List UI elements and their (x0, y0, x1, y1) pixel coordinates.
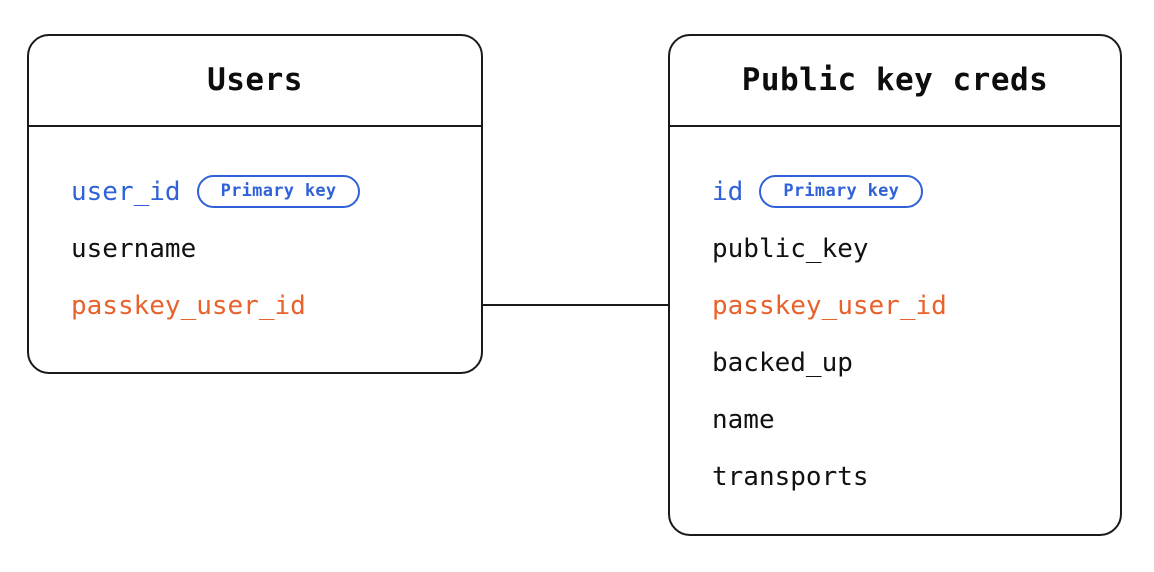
field-row[interactable]: id Primary key (670, 163, 1120, 220)
field-name-public-key: public_key (712, 233, 869, 264)
field-row[interactable]: user_id Primary key (29, 163, 481, 220)
field-row[interactable]: username (29, 220, 481, 277)
field-row[interactable]: transports (670, 448, 1120, 505)
field-row[interactable]: backed_up (670, 334, 1120, 391)
entity-public-key-creds-title: Public key creds (741, 62, 1049, 98)
field-row[interactable]: passkey_user_id (29, 277, 481, 334)
field-row[interactable]: public_key (670, 220, 1120, 277)
entity-users-title: Users (207, 62, 303, 98)
field-row[interactable]: name (670, 391, 1120, 448)
field-name-user-id: user_id (71, 176, 181, 207)
relationship-connector-line (481, 304, 670, 306)
field-name-id: id (712, 176, 744, 207)
field-name-passkey-user-id: passkey_user_id (71, 290, 306, 321)
primary-key-badge: Primary key (196, 175, 361, 208)
field-name-name: name (712, 404, 775, 435)
field-name-passkey-user-id: passkey_user_id (712, 290, 947, 321)
field-row[interactable]: passkey_user_id (670, 277, 1120, 334)
entity-users[interactable]: Users user_id Primary key username passk… (27, 34, 483, 374)
entity-public-key-creds-field-list: id Primary key public_key passkey_user_i… (670, 127, 1120, 505)
entity-users-header: Users (29, 36, 481, 127)
primary-key-badge: Primary key (759, 175, 924, 208)
field-name-transports: transports (712, 461, 869, 492)
field-name-username: username (71, 233, 197, 264)
entity-users-field-list: user_id Primary key username passkey_use… (29, 127, 481, 334)
field-name-backed-up: backed_up (712, 347, 853, 378)
entity-public-key-creds[interactable]: Public key creds id Primary key public_k… (668, 34, 1122, 536)
entity-public-key-creds-header: Public key creds (670, 36, 1120, 127)
